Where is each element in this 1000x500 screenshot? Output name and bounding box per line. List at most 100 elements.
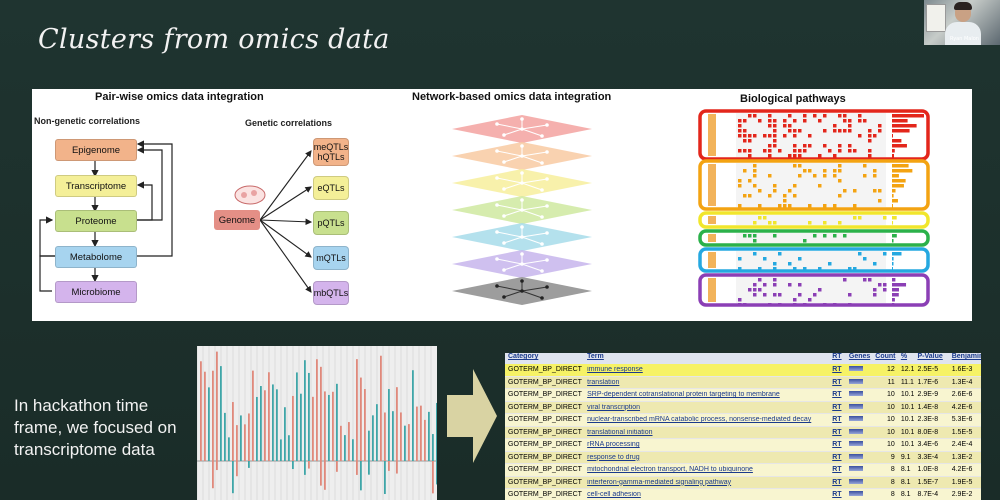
cell-benjamini: 1.5E-5 <box>951 428 973 436</box>
genes-bar-icon[interactable] <box>848 391 863 397</box>
cell-rt[interactable]: RT <box>832 403 842 411</box>
cell-term[interactable]: translation <box>587 378 620 386</box>
cell-percent: 12.1 <box>900 366 915 374</box>
expression-bar <box>220 366 222 461</box>
header-category[interactable]: Category <box>508 353 539 360</box>
header-genes[interactable]: Genes <box>848 353 871 360</box>
network-layer <box>452 115 592 143</box>
cell-rt[interactable]: RT <box>832 441 842 449</box>
header-term[interactable]: Term <box>587 353 604 360</box>
genes-bar-icon[interactable] <box>848 416 863 422</box>
cell-term[interactable]: response to drug <box>587 453 640 461</box>
header-rt[interactable]: RT <box>832 353 842 360</box>
cell-pvalue: 8.0E-8 <box>917 428 939 436</box>
expression-bar <box>420 405 422 461</box>
microbiome-box: Microbiome <box>55 281 137 303</box>
cell-rt[interactable]: RT <box>832 466 842 474</box>
expression-bar <box>388 389 390 461</box>
cell-term[interactable]: viral transcription <box>587 403 641 411</box>
header-benjamini[interactable]: Benjamini <box>951 353 981 360</box>
expression-bar <box>208 387 210 461</box>
genes-bar-icon[interactable] <box>848 441 863 447</box>
expression-bar <box>232 402 234 461</box>
cell-genes <box>846 416 872 423</box>
cell-rt[interactable]: RT <box>832 416 842 424</box>
cell-genes <box>846 478 872 486</box>
expression-bar <box>384 461 386 495</box>
cell-count: 12 <box>887 366 895 374</box>
webcam-thumbnail: Ryan Malon <box>924 0 1000 45</box>
header-count[interactable]: Count <box>875 353 896 360</box>
genes-bar-icon[interactable] <box>848 453 863 459</box>
cell-category: GOTERM_BP_DIRECT <box>508 416 582 424</box>
cell-term[interactable]: mitochondrial electron transport, NADH t… <box>587 466 753 474</box>
cell-term[interactable]: SRP-dependent cotranslational protein ta… <box>587 391 780 399</box>
transcriptome-box: Transcriptome <box>55 175 137 197</box>
section-heading-pathways: Biological pathways <box>740 93 846 105</box>
cell-rt[interactable]: RT <box>832 453 842 461</box>
cell-rt[interactable]: RT <box>832 378 842 386</box>
genes-bar-icon[interactable] <box>848 466 863 472</box>
cell-pvalue: 2.5E-5 <box>917 366 939 374</box>
genes-bar-icon[interactable] <box>848 491 863 497</box>
cell-category: GOTERM_BP_DIRECT <box>508 478 582 486</box>
cell-percent: 10.1 <box>900 403 915 411</box>
expression-bar <box>304 360 306 461</box>
expression-bar <box>316 359 318 461</box>
mqtl-box: mQTLs <box>313 246 349 270</box>
table-row: GOTERM_BP_DIRECT interferon-gamma-mediate… <box>505 476 981 489</box>
expression-bar <box>356 461 358 475</box>
cell-count: 10 <box>887 428 895 436</box>
expression-bar <box>260 386 262 461</box>
cell-term[interactable]: cell-cell adhesion <box>587 491 641 499</box>
cell-icon <box>234 185 266 205</box>
section-heading-network: Network-based omics data integration <box>412 91 612 103</box>
header-percent[interactable]: % <box>900 353 908 360</box>
expression-bar <box>400 412 402 461</box>
cell-genes <box>846 378 872 386</box>
cell-term[interactable]: rRNA processing <box>587 441 640 449</box>
cell-benjamini: 2.6E-6 <box>951 391 973 399</box>
cell-rt[interactable]: RT <box>832 428 842 436</box>
header-pvalue[interactable]: P-Value <box>917 353 943 360</box>
eqtl-box: eQTLs <box>313 176 349 200</box>
expression-bar <box>236 461 238 477</box>
webcam-person-body <box>945 22 981 45</box>
epigenome-box: Epigenome <box>55 139 137 161</box>
expression-bar <box>268 372 270 461</box>
cell-count: 8 <box>890 491 895 499</box>
network-layer <box>452 277 592 305</box>
cell-rt[interactable]: RT <box>832 478 842 486</box>
expression-bar <box>320 366 322 461</box>
genes-bar-icon[interactable] <box>848 478 863 484</box>
expression-bar <box>280 439 282 461</box>
expression-bar <box>308 372 310 461</box>
genes-bar-icon[interactable] <box>848 366 863 372</box>
genes-bar-icon[interactable] <box>848 378 863 384</box>
cell-rt[interactable]: RT <box>832 491 842 499</box>
cell-term[interactable]: immune response <box>587 366 643 374</box>
cell-genes <box>846 403 872 411</box>
network-layer <box>452 169 592 197</box>
cell-benjamini: 2.4E-4 <box>951 441 973 449</box>
expression-bar <box>352 439 354 461</box>
pathway-cluster <box>698 159 930 211</box>
genes-bar-icon[interactable] <box>848 403 863 409</box>
expression-bar <box>304 461 306 475</box>
cell-category: GOTERM_BP_DIRECT <box>508 378 582 386</box>
cell-percent: 9.1 <box>900 453 911 461</box>
cell-term[interactable]: nuclear-transcribed mRNA catabolic proce… <box>587 416 812 424</box>
cell-rt[interactable]: RT <box>832 366 842 374</box>
cell-term[interactable]: interferon-gamma-mediated signaling path… <box>587 478 732 486</box>
cell-term[interactable]: translational initiation <box>587 428 653 436</box>
genes-bar-icon[interactable] <box>848 428 863 434</box>
cell-rt[interactable]: RT <box>832 391 842 399</box>
cell-pvalue: 1.4E-8 <box>917 403 939 411</box>
expression-bar <box>340 425 342 461</box>
cell-count: 10 <box>887 416 895 424</box>
cell-pvalue: 1.7E-6 <box>917 378 939 386</box>
enrichment-table: Category Term RT Genes Count % P-Value B… <box>505 353 981 500</box>
expression-bar-plot <box>197 346 437 500</box>
